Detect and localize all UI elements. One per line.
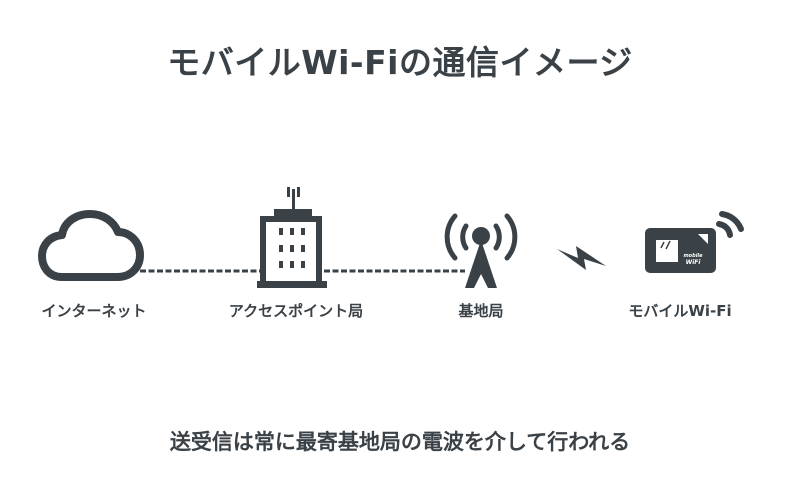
diagram-caption: 送受信は常に最寄基地局の電波を介して行われる (169, 430, 631, 454)
cloud-icon (38, 210, 144, 281)
building-icon (257, 187, 327, 288)
wireless-signal-icon (557, 246, 606, 270)
label-mobile-wifi: モバイルWi-Fi (628, 302, 732, 320)
label-base-station: 基地局 (458, 302, 504, 320)
mobile-wifi-router-icon: mobile WiFi (645, 211, 744, 273)
label-internet: インターネット (41, 302, 147, 320)
device-text-line1: mobile (683, 253, 703, 259)
antenna-tower-icon (444, 213, 518, 288)
device-text-line2: WiFi (686, 259, 702, 266)
label-access-point: アクセスポイント局 (228, 302, 364, 320)
diagram-title: モバイルWi-Fiの通信イメージ (167, 43, 633, 82)
